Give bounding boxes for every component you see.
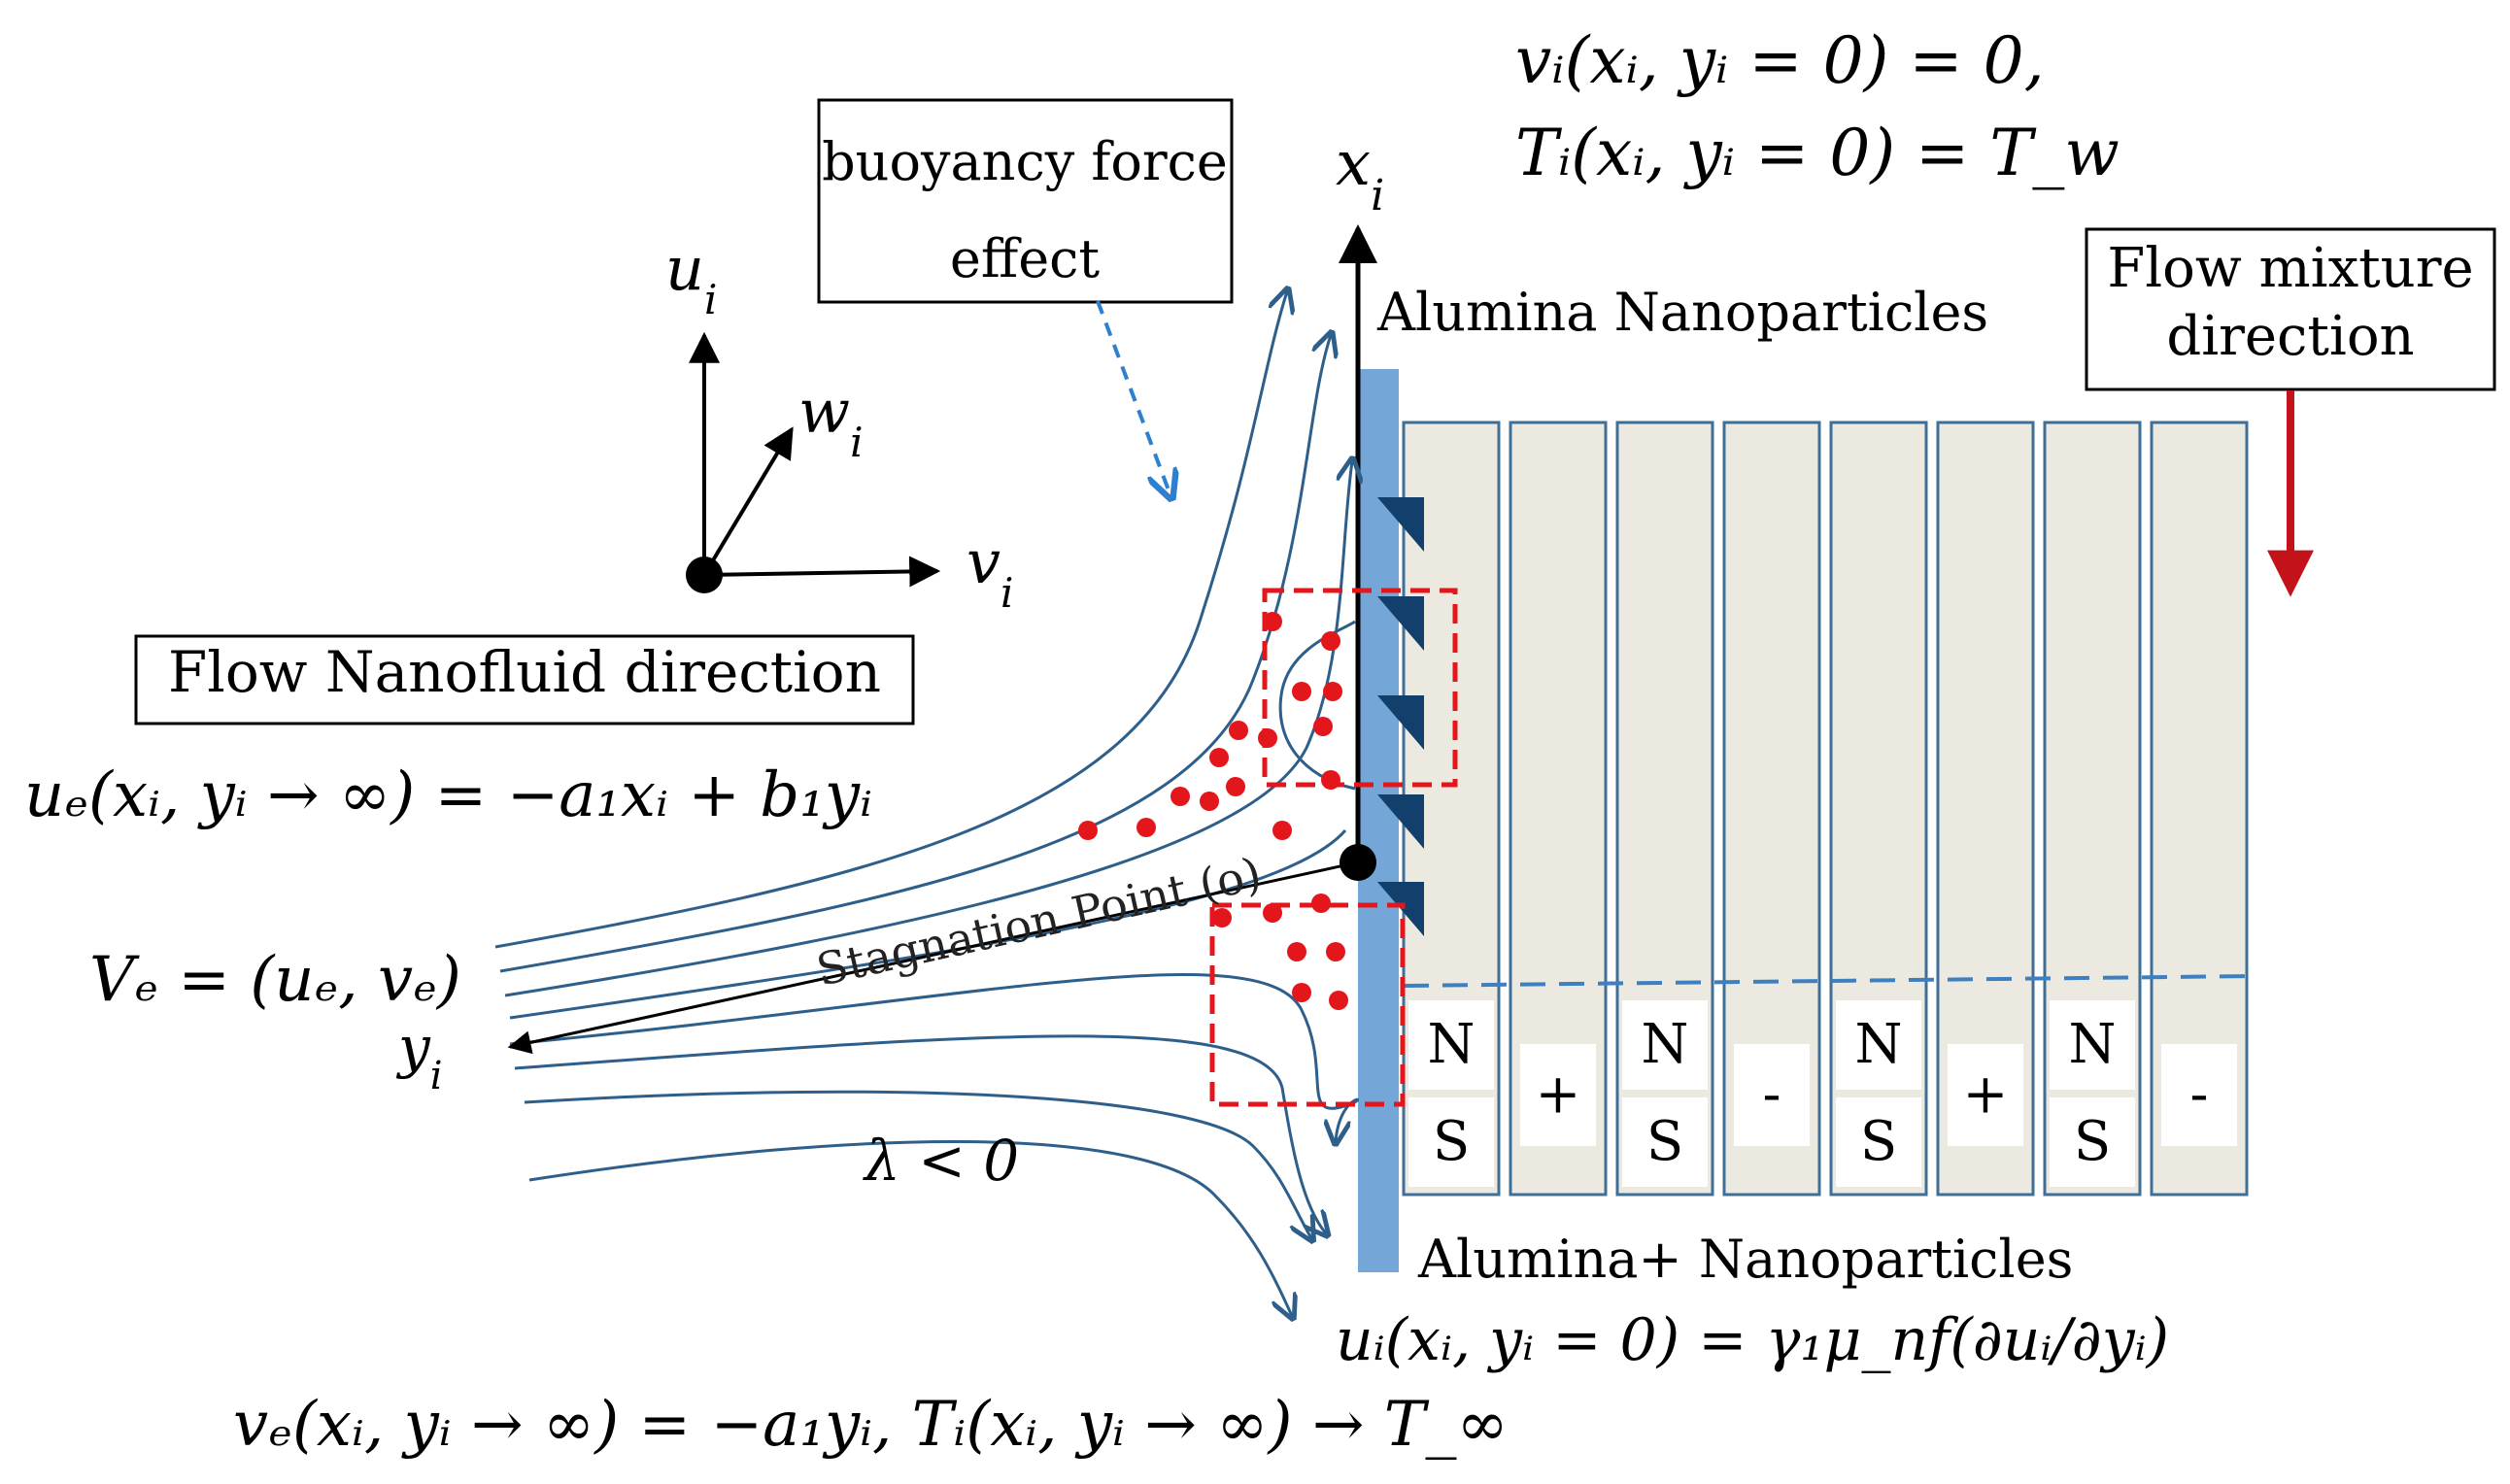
streamline-lower-2	[514, 1034, 1326, 1233]
magnet-column: -	[2150, 421, 2249, 1197]
magnet-column: +	[1936, 421, 2035, 1197]
alumina-bottom-label: Alumina+ Nanoparticles	[1417, 1229, 2073, 1290]
eq-ve-far: vₑ(xᵢ, yᵢ → ∞) = −a₁yᵢ, Tᵢ(xᵢ, yᵢ → ∞) →…	[233, 1389, 1509, 1461]
buoyancy-box	[817, 98, 1234, 304]
magnet-sign: -	[2190, 1063, 2209, 1127]
magnet-pole-s: S	[1646, 1110, 1683, 1173]
streamline-upper-2	[499, 335, 1331, 973]
coordinate-triad	[686, 331, 941, 593]
magnet-dashed-line	[1403, 974, 2255, 988]
y-axis-label: yi	[395, 1014, 443, 1098]
magnet-column: NS	[2043, 421, 2142, 1197]
flow-mixture-line2: direction	[2166, 305, 2414, 368]
magnet-pole-n: N	[1855, 1013, 1903, 1076]
wall-surface	[1358, 369, 1399, 1272]
flow-mixture-line1: Flow mixture	[2107, 237, 2473, 300]
streamline-lower-4	[528, 1139, 1292, 1316]
eq-wall-velocity: vᵢ(xᵢ, yᵢ = 0) = 0,	[1515, 23, 2045, 98]
flow-nanofluid-label: Flow Nanofluid direction	[168, 639, 881, 705]
eq-slip: uᵢ(xᵢ, yᵢ = 0) = γ₁μ_nf(∂uᵢ/∂yᵢ)	[1336, 1306, 2169, 1374]
magnet-column: NS	[1829, 421, 1928, 1197]
magnet-sign: +	[1963, 1063, 2009, 1127]
magnet-sign: +	[1536, 1063, 1581, 1127]
magnet-pole-s: S	[1433, 1110, 1470, 1173]
magnet-pole-s: S	[2074, 1110, 2111, 1173]
streamline-lower-3	[524, 1090, 1311, 1238]
y-axis	[507, 860, 1359, 1055]
magnet-column: +	[1509, 421, 1608, 1197]
eq-ve-vector: Vₑ = (uₑ, vₑ)	[89, 944, 461, 1016]
magnet-sign: -	[1763, 1063, 1781, 1127]
magnet-pole-s: S	[1860, 1110, 1897, 1173]
streamline-lower-1	[509, 973, 1360, 1141]
v-axis-label: vi	[967, 526, 1013, 617]
nanoparticles	[1078, 612, 1348, 1010]
magnet-column: NS	[1402, 421, 1501, 1197]
u-axis-label: ui	[665, 233, 717, 323]
buoyancy-label-line2: effect	[950, 228, 1101, 289]
buoyancy-arrow	[1096, 300, 1170, 495]
dashed-box-lower	[1209, 902, 1406, 1107]
dashed-box-upper	[1262, 588, 1458, 788]
flow-mixture-box	[2085, 227, 2496, 391]
eq-ue-far: uₑ(xᵢ, yᵢ → ∞) = −a₁xᵢ + b₁yᵢ	[24, 759, 872, 831]
buoyancy-label-line1: buoyancy force	[822, 131, 1228, 192]
magnet-column: NS	[1615, 421, 1714, 1197]
magnet-array: NS+NS-NS+NS-	[1402, 421, 2249, 1197]
magnet-pole-n: N	[1642, 1013, 1689, 1076]
streamline-upper-3	[504, 461, 1352, 997]
alumina-top-label: Alumina Nanoparticles	[1376, 282, 1988, 343]
streamline-upper-1	[494, 291, 1287, 949]
magnet-pole-n: N	[1428, 1013, 1475, 1076]
wall-triangles	[1377, 497, 1424, 936]
eq-wall-temperature: Tᵢ(xᵢ, yᵢ = 0) = T_w	[1515, 116, 2120, 190]
streamline-box-curve	[1278, 620, 1356, 791]
streamline-upper-4	[509, 829, 1347, 1020]
streamlines	[494, 291, 1360, 1316]
flow-nanofluid-box	[134, 634, 915, 725]
w-axis-label: wi	[798, 376, 864, 466]
magnet-pole-n: N	[2069, 1013, 2117, 1076]
stagnation-point	[1340, 844, 1376, 881]
x-axis-label: xi	[1336, 128, 1384, 220]
magnet-column: -	[1722, 421, 1821, 1197]
lambda-label: λ < 0	[863, 1128, 1019, 1194]
